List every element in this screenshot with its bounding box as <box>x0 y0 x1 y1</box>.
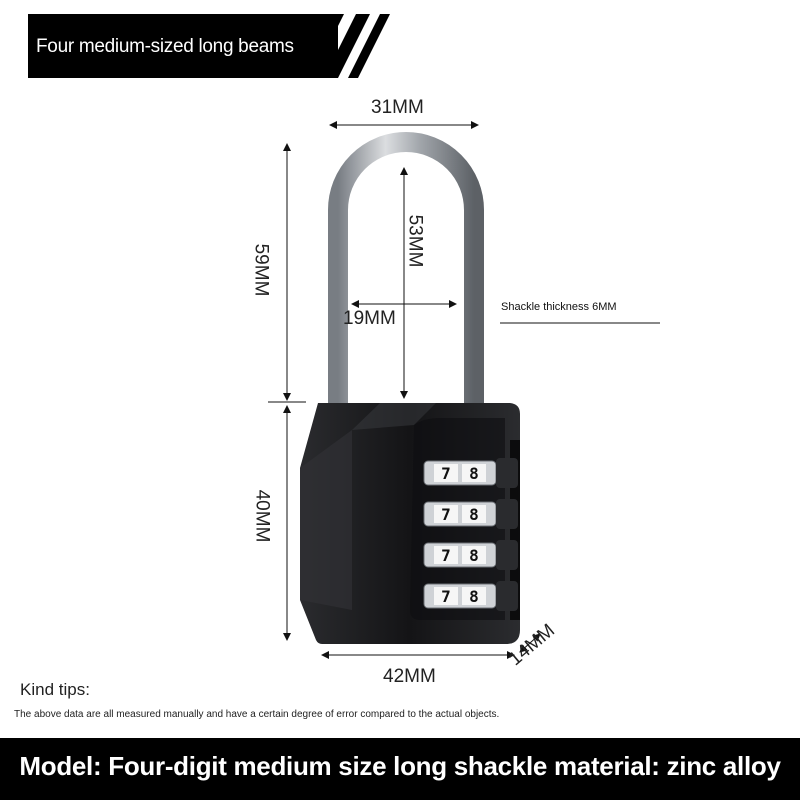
dim-total-height: 59MM <box>250 243 272 297</box>
dial-4-right-digit: 8 <box>469 587 479 606</box>
dial-1-left-digit: 7 <box>441 464 451 483</box>
body-depth-line <box>519 633 541 653</box>
dial-2-left-digit: 7 <box>441 505 451 524</box>
tips-title: Kind tips: <box>20 680 90 699</box>
dial-4-left-digit: 7 <box>441 587 451 606</box>
header-title: Four medium-sized long beams <box>36 36 294 57</box>
shackle <box>328 132 484 405</box>
header-banner <box>28 14 338 78</box>
dim-width-top: 31MM <box>371 97 424 118</box>
dim-body-height: 40MM <box>251 489 273 543</box>
dial-3-left-digit: 7 <box>441 546 451 565</box>
dial-4[interactable]: 7 8 <box>423 581 518 611</box>
dim-shackle-inner-width: 19MM <box>343 308 396 329</box>
dial-2[interactable]: 7 8 <box>423 499 518 529</box>
dim-shackle-height: 53MM <box>404 214 426 268</box>
dial-2-right-digit: 8 <box>469 505 479 524</box>
tips-body: The above data are all measured manually… <box>14 709 500 720</box>
diagonal-stripes-icon <box>300 14 390 78</box>
shackle-thickness-note: Shackle thickness 6MM <box>501 301 617 313</box>
dim-body-width: 42MM <box>383 666 436 687</box>
dimension-lines <box>268 121 660 659</box>
footer-banner: Model: Four-digit medium size long shack… <box>0 738 800 800</box>
dial-1-right-digit: 8 <box>469 464 479 483</box>
dial-3-right-digit: 8 <box>469 546 479 565</box>
padlock-figure: 7 8 7 8 7 8 7 8 <box>268 121 660 659</box>
combination-dials[interactable]: 7 8 7 8 7 8 7 8 <box>423 458 518 611</box>
footer-model-text: Model: Four-digit medium size long shack… <box>19 751 781 781</box>
dial-1[interactable]: 7 8 <box>423 458 518 488</box>
dial-3[interactable]: 7 8 <box>423 540 518 570</box>
